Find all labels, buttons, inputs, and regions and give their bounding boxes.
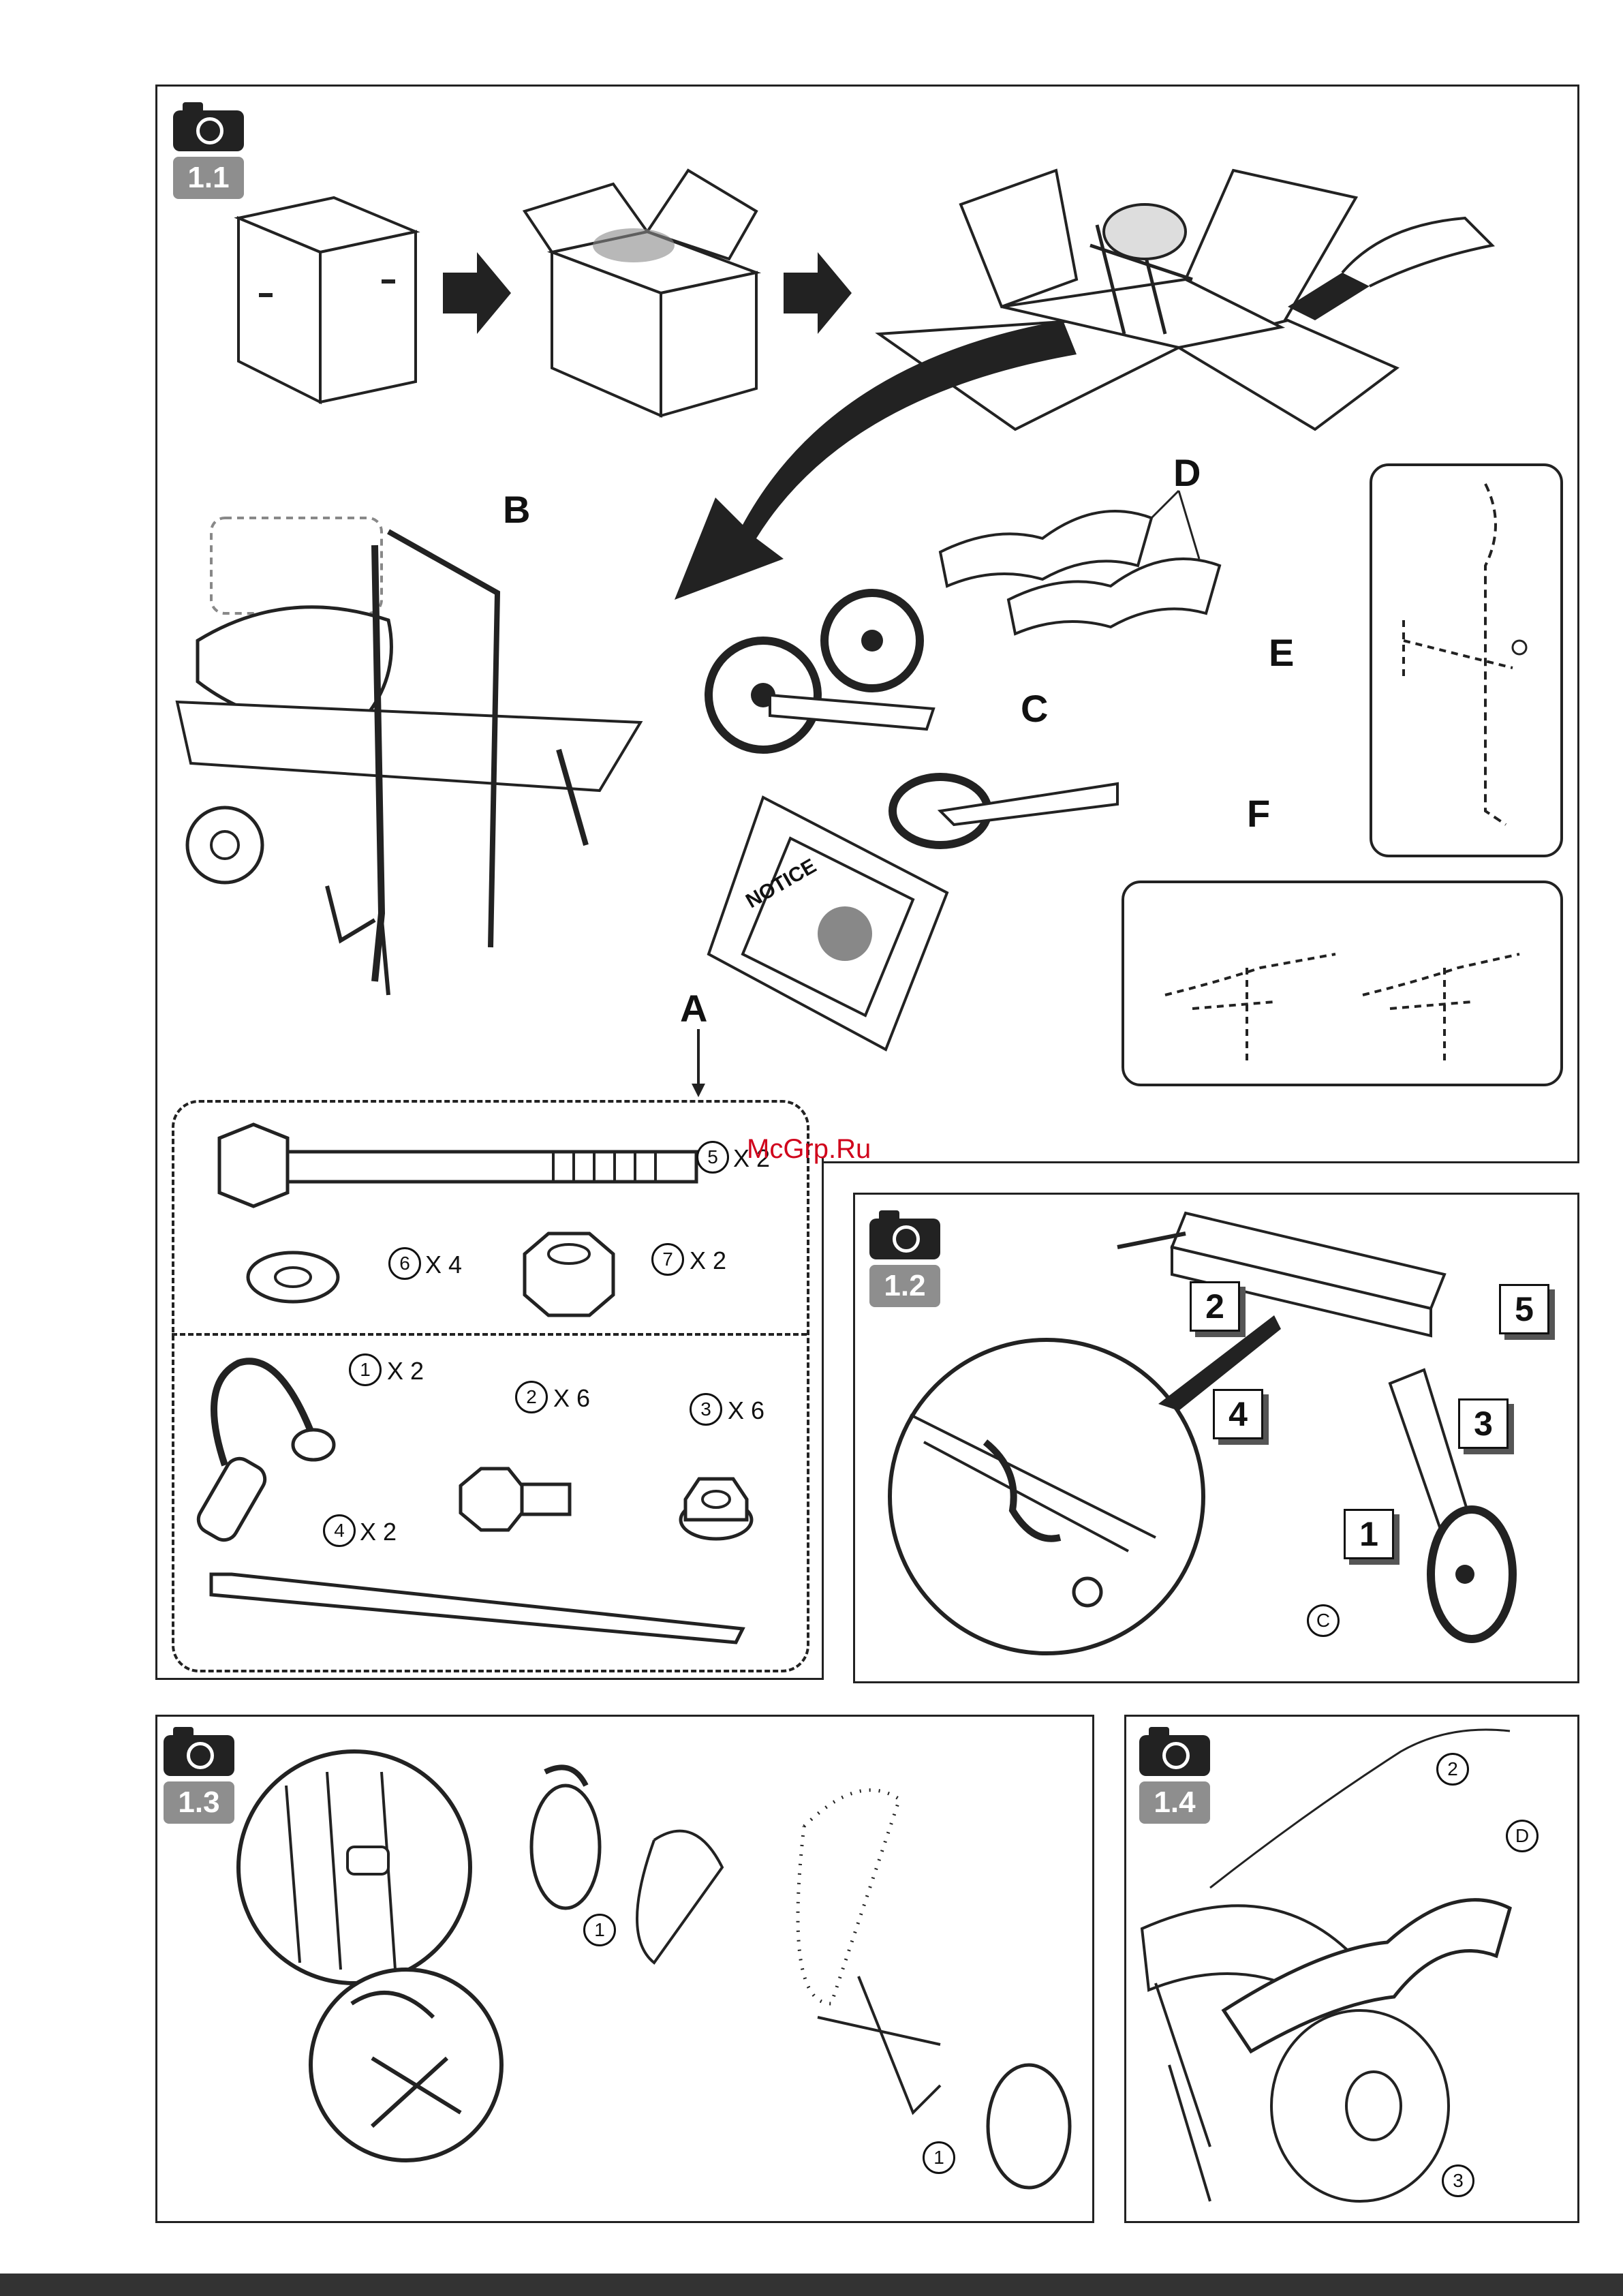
step-number-1: 1: [1344, 1509, 1394, 1559]
part-label-f: F: [1247, 795, 1270, 833]
step-number-3: 3: [1458, 1398, 1509, 1449]
part-label-b: B: [503, 491, 530, 529]
part-label-a: A: [680, 990, 707, 1028]
footrest-callout-d: D: [1506, 1820, 1539, 1852]
hardware-callout-6: 6: [388, 1247, 421, 1280]
hardware-callout-1: 1: [349, 1353, 382, 1386]
handle-detail-illustration: [1383, 484, 1540, 838]
screw-callout-2: 2: [1436, 1753, 1469, 1786]
part-label-c: C: [1021, 690, 1048, 728]
hardware-qty-1: X 2: [387, 1359, 424, 1383]
screw-icon: [461, 1465, 576, 1533]
gauge-wheel-illustration: [1349, 1370, 1554, 1642]
pin-callout-1-lower: 1: [923, 2141, 955, 2174]
step-badge-1-1: 1.1: [173, 157, 244, 199]
hardware-divider: [172, 1333, 807, 1336]
hardware-qty-3: X 6: [728, 1398, 764, 1423]
page-bottom-bar: [0, 2274, 1623, 2296]
hardware-callout-5: 5: [696, 1141, 729, 1174]
part-label-e: E: [1269, 634, 1294, 672]
step-badge-1-2: 1.2: [869, 1265, 940, 1307]
pin-callout-1: 1: [583, 1914, 616, 1946]
hardware-callout-4: 4: [323, 1514, 356, 1547]
linch-pin-icon: [198, 1356, 347, 1540]
cable-tie-icon: [211, 1567, 749, 1642]
step-number-2: 2: [1190, 1281, 1240, 1332]
hardware-callout-2: 2: [515, 1381, 548, 1413]
step-number-4: 4: [1213, 1389, 1263, 1439]
hardware-qty-2: X 6: [553, 1386, 590, 1411]
part-label-d: D: [1173, 454, 1201, 492]
tine-zoom-circle-bottom: [311, 1963, 515, 2167]
hardware-callout-3: 3: [690, 1393, 722, 1426]
flange-nut-icon: [679, 1472, 754, 1540]
hardware-qty-4: X 2: [360, 1520, 397, 1544]
locknut-icon: [525, 1234, 613, 1315]
footrest-mount-illustration: [1128, 1724, 1571, 2215]
bolt-icon: [213, 1124, 703, 1206]
watermark-text: McGrp.Ru: [747, 1134, 871, 1165]
closed-box-illustration: [232, 198, 436, 416]
step-badge-1-3: 1.3: [164, 1781, 234, 1824]
arrow-right-icon: [443, 252, 511, 334]
tine-zoom-circle-top: [232, 1745, 477, 1990]
tine-detail-illustration: [1151, 900, 1533, 1070]
manual-booklet-illustration: [709, 797, 940, 1050]
hardware-callout-7: 7: [651, 1243, 684, 1276]
wheel-callout-c: C: [1307, 1604, 1340, 1637]
tiller-body-illustration: [177, 504, 654, 1022]
arrow-down-icon: [688, 1029, 709, 1097]
washer-icon: [245, 1250, 341, 1304]
hardware-qty-6: X 4: [425, 1253, 462, 1277]
tine-assembly-illustration: [518, 1758, 1077, 2194]
nut-callout-3: 3: [1442, 2164, 1474, 2197]
step-number-5: 5: [1499, 1284, 1549, 1334]
hardware-qty-7: X 2: [690, 1249, 726, 1273]
